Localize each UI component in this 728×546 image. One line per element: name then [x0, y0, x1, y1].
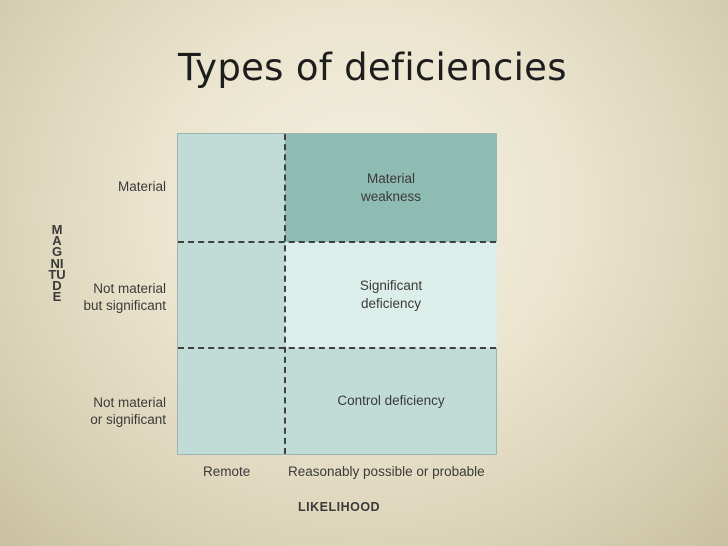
deficiency-matrix: Material weakness Significant deficiency…: [177, 133, 497, 455]
column-divider: [284, 134, 286, 454]
row-divider-lower: [178, 347, 496, 349]
row-label-not-material-but-significant: Not material but significant: [83, 281, 166, 313]
row-divider-upper: [178, 241, 496, 243]
x-axis-label: LIKELIHOOD: [298, 500, 381, 514]
cell-material-weakness: Material weakness: [285, 134, 497, 242]
column-label-remote: Remote: [203, 464, 251, 479]
column-label-reasonably-possible: Reasonably possible or probable: [288, 464, 485, 479]
cell-control-deficiency-label: Control deficiency: [337, 393, 445, 408]
cell-material-weakness-label: Material weakness: [360, 171, 422, 204]
slide-title: Types of deficiencies: [178, 46, 567, 89]
row-label-not-material-or-significant: Not material or significant: [90, 395, 166, 427]
row-label-material: Material: [117, 179, 166, 194]
y-axis-label: MAGNITUDE: [48, 222, 66, 305]
cell-significant-deficiency-label: Significant deficiency: [359, 278, 423, 311]
cell-significant-deficiency: Significant deficiency: [285, 242, 497, 348]
cell-control-deficiency: Control deficiency: [285, 348, 497, 454]
